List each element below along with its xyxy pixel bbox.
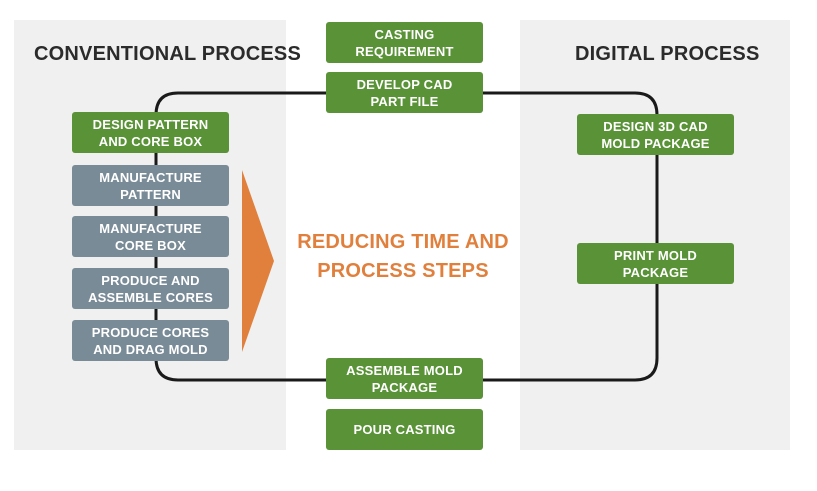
pour-casting-step: POUR CASTING [326, 409, 483, 450]
produce-assemble-cores-step: PRODUCE AND ASSEMBLE CORES [72, 268, 229, 309]
casting-requirement-step: CASTING REQUIREMENT [326, 22, 483, 63]
produce-cores-drag-mold-step: PRODUCE CORES AND DRAG MOLD [72, 320, 229, 361]
conventional-process-title: CONVENTIONAL PROCESS [34, 43, 301, 65]
orange-arrow-shape [242, 170, 274, 352]
print-mold-step: PRINT MOLD PACKAGE [577, 243, 734, 284]
design-pattern-step: DESIGN PATTERN AND CORE BOX [72, 112, 229, 153]
develop-cad-step: DEVELOP CAD PART FILE [326, 72, 483, 113]
manufacture-core-box-step: MANUFACTURE CORE BOX [72, 216, 229, 257]
manufacture-pattern-step: MANUFACTURE PATTERN [72, 165, 229, 206]
digital-process-title: DIGITAL PROCESS [575, 43, 760, 65]
assemble-mold-step: ASSEMBLE MOLD PACKAGE [326, 358, 483, 399]
design-3d-cad-step: DESIGN 3D CAD MOLD PACKAGE [577, 114, 734, 155]
reducing-time-message: REDUCING TIME AND PROCESS STEPS [297, 231, 509, 282]
